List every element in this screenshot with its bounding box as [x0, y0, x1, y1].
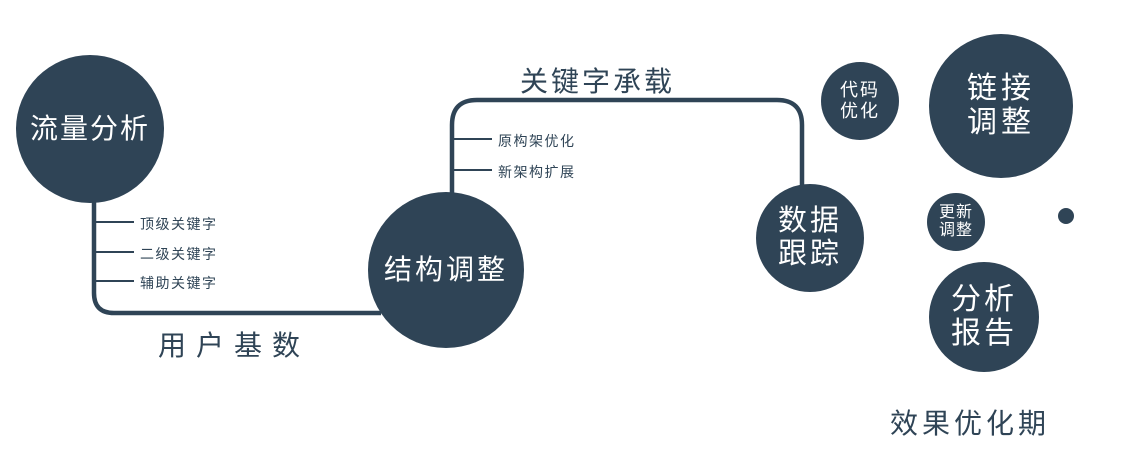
node-update-adjustment: 更新 调整 [927, 193, 985, 251]
tick-label-top-keywords: 顶级关键字 [140, 216, 218, 232]
node-structure-adjustment: 结构调整 [368, 192, 524, 348]
node-code-optimization: 代码 优化 [821, 62, 899, 140]
node-analysis-report-label: 分析 报告 [951, 282, 1017, 351]
node-structure-adjustment-label: 结构调整 [383, 253, 508, 285]
tick-label-original-structure: 原构架优化 [498, 133, 576, 149]
node-data-tracking-label: 数据 跟踪 [777, 204, 842, 270]
node-update-adjustment-label: 更新 调整 [938, 203, 973, 239]
tick-label-new-structure: 新架构扩展 [498, 164, 576, 180]
edge-label-effect-period: 效果优化期 [890, 408, 1051, 439]
node-code-optimization-label: 代码 优化 [840, 80, 880, 121]
edge-label-keyword-carry: 关键字承载 [520, 66, 676, 97]
tick-label-secondary-keywords: 二级关键字 [140, 246, 218, 262]
node-analysis-report: 分析 报告 [929, 262, 1039, 372]
node-data-tracking: 数据 跟踪 [756, 184, 864, 292]
edge-label-user-base: 用户基数 [158, 330, 311, 361]
node-link-adjustment-label: 链接 调整 [967, 71, 1035, 140]
node-link-adjustment: 链接 调整 [929, 34, 1073, 178]
bullet-dot [1058, 208, 1074, 224]
node-traffic-analysis-label: 流量分析 [29, 112, 150, 144]
node-traffic-analysis: 流量分析 [16, 55, 164, 203]
tick-label-auxiliary-keywords: 辅助关键字 [140, 275, 218, 291]
